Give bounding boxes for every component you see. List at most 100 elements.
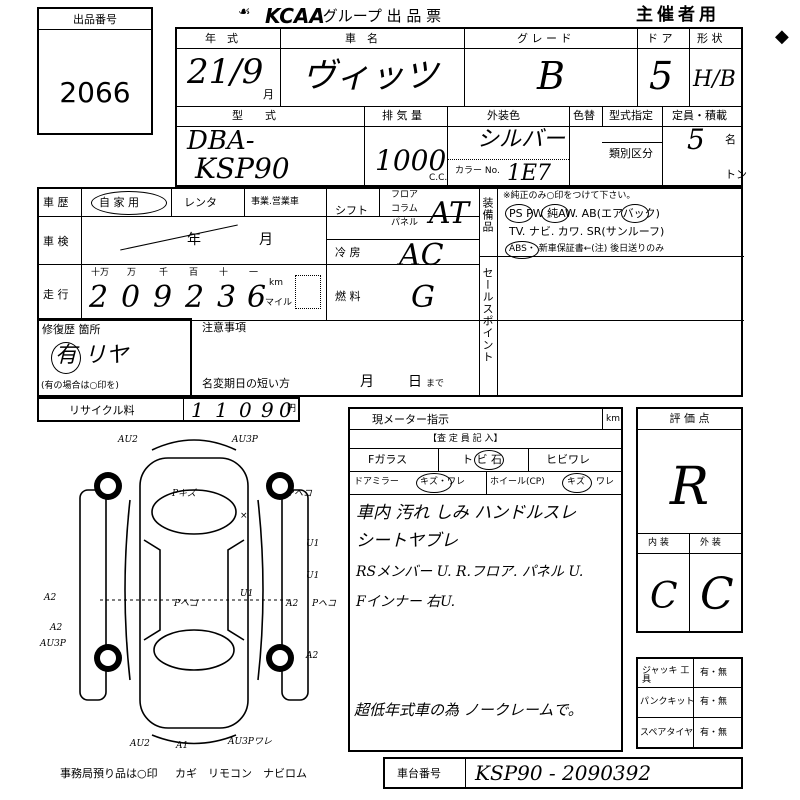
repair-block: 修復歴 箇所 有 リヤ (有の場合は○印を) (37, 318, 192, 397)
damage-mark: U1 (306, 571, 320, 581)
selected-circle-mark (51, 342, 81, 374)
mileage-unit-10k: 万 (127, 268, 137, 278)
km-label: km (269, 278, 283, 288)
selected-circle-mark (541, 204, 569, 223)
selected-circle-mark (416, 473, 452, 493)
damage-mark: AU2 (130, 739, 150, 749)
logo: KCAA (265, 4, 325, 28)
class-label: 類別区分 (609, 147, 653, 160)
mileage-unit-1: 一 (249, 268, 259, 278)
grade-value: B (537, 54, 565, 98)
office-note: 事務局預り品は○印 (60, 767, 158, 780)
damage-mark: AU3P (232, 435, 258, 445)
selected-circle-mark (91, 191, 167, 215)
fuel-label: 燃 料 (335, 290, 361, 303)
chassis-block: 車台番号 KSP90 - 2090392 (383, 757, 743, 789)
damage-mark: A2 (286, 599, 299, 609)
damage-mark: AU3Pワレ (228, 737, 272, 747)
damage-mark: × (240, 511, 248, 521)
ac-label: 冷 房 (335, 246, 361, 259)
mileage-digit: 9 (153, 280, 173, 315)
history-option-business: 事業.営業車 (251, 197, 299, 207)
inspection-header: 【査 定 員 記 入】 (428, 434, 503, 444)
evaluation-score: R (669, 457, 710, 517)
jack-value: 有・無 (700, 668, 728, 678)
recycle-digit: 1 (191, 398, 204, 422)
recycle-block: リサイクル料 1 1 0 9 0 円 (37, 397, 300, 422)
displacement-label: 排 気 量 (382, 109, 422, 122)
inspection-year: 年 (187, 232, 201, 248)
mirror-label: ドアミラー (354, 477, 399, 487)
tools-block: ジャッキ 工 具 有・無 パンクキット 有・無 スペアタイヤ 有・無 (636, 657, 743, 749)
sheet-title: .グループ 出 品 票 (318, 7, 442, 25)
recycle-label: リサイクル料 (69, 404, 135, 417)
history-option-rental: レンタ (184, 196, 217, 209)
shift-option-column: コラム (391, 204, 418, 214)
model-value-line2: KSP90 (195, 152, 290, 185)
glass-label: Fガラス (368, 453, 408, 466)
mileage-unit-1k: 千 (159, 268, 169, 278)
mileage-unit-10: 十 (219, 268, 229, 278)
door-label: ド ア (647, 32, 673, 45)
notes-label: 注意事項 (202, 321, 246, 334)
repair-hint: (有の場合は○印を) (41, 381, 119, 391)
spare-tire-value: 有・無 (700, 728, 728, 738)
remark-line: 超低年式車の為 ノークレームで。 (354, 701, 583, 719)
damage-mark: AU2 (118, 435, 138, 445)
remark-line: 車内 汚れ しみ ハンドルスレ (356, 503, 577, 523)
mileage-unit-100: 百 (189, 268, 199, 278)
name-change-month: 月 (360, 374, 374, 390)
mileage-digit: 6 (247, 280, 267, 315)
ton-unit: トン (725, 168, 747, 181)
damage-mark: U1 (240, 589, 254, 599)
damage-mark: Pヘコ (312, 599, 337, 609)
recycle-digit: 1 (215, 398, 228, 422)
name-change-label: 名変期日の短い方 (202, 377, 290, 390)
recycle-digit: 0 (239, 398, 252, 422)
wheel-label: ホイール(CP) (490, 477, 545, 487)
inspection-month: 月 (259, 232, 273, 248)
recycle-digit: 0 (279, 398, 292, 422)
host-label: 主催者用 (636, 5, 720, 25)
lot-number-box: 出品番号 2066 (37, 7, 153, 135)
car-body-diagram (79, 439, 309, 745)
inspection-label: 車 検 (43, 235, 69, 248)
car-name-value: ヴィッツ (302, 56, 438, 96)
vehicle-block: 年 式 21/9 月 車 名 ヴィッツ グ レ ー ド B ド ア 5 形 状 … (175, 27, 747, 187)
corner-mark-icon: ◆ (775, 26, 789, 47)
chassis-value: KSP90 - 2090392 (475, 761, 652, 785)
mileage-digit: 2 (89, 280, 109, 315)
displacement-value: 1000 (375, 144, 447, 177)
ac-value: AC (399, 238, 444, 273)
fuel-value: G (411, 280, 435, 315)
chassis-label: 車台番号 (397, 767, 441, 780)
damage-mark: A2 (44, 593, 57, 603)
selected-circle-mark (505, 204, 533, 223)
shift-label: シフト (335, 204, 368, 217)
puncture-kit-label: パンクキット (640, 697, 695, 707)
evaluation-block: 評 価 点 R 内 装 外 装 C C (636, 407, 743, 633)
grade-label: グ レ ー ド (517, 32, 572, 45)
damage-mark: Pキズ (172, 489, 197, 499)
interior-label: 内 装 (648, 538, 669, 548)
name-change-day: 日 (408, 374, 422, 390)
shape-value: H/B (693, 67, 736, 92)
spare-tire-label: スペアタイヤ (640, 728, 694, 738)
history-block: 車 歴 自 家 用 レンタ 事業.営業車 車 検 年 月 走 行 十万 万 千 … (37, 187, 744, 397)
mileage-checkbox (295, 275, 321, 309)
type-designation-label: 型式指定 (609, 109, 653, 122)
jack-label: ジャッキ 工 具 (642, 666, 690, 685)
color-change-label: 色替 (573, 109, 595, 122)
color-label: 外装色 (487, 109, 520, 122)
strike-through-mark (120, 224, 238, 251)
selected-circle-mark (505, 241, 539, 259)
selected-circle-mark (474, 450, 504, 470)
glass-option-crack: ヒビワレ (546, 453, 590, 466)
shift-value: AT (429, 196, 470, 231)
damage-mark: U1 (306, 539, 320, 549)
equipment-label: 装備品 (481, 197, 494, 233)
repair-label: 修復歴 箇所 (42, 323, 101, 336)
remark-line: シートヤブレ (356, 531, 458, 551)
inspection-block: 現メーター指示 km 【査 定 員 記 入】 Fガラス ト ビ 石 ヒビワレ ド… (348, 407, 623, 752)
puncture-kit-value: 有・無 (700, 697, 728, 707)
